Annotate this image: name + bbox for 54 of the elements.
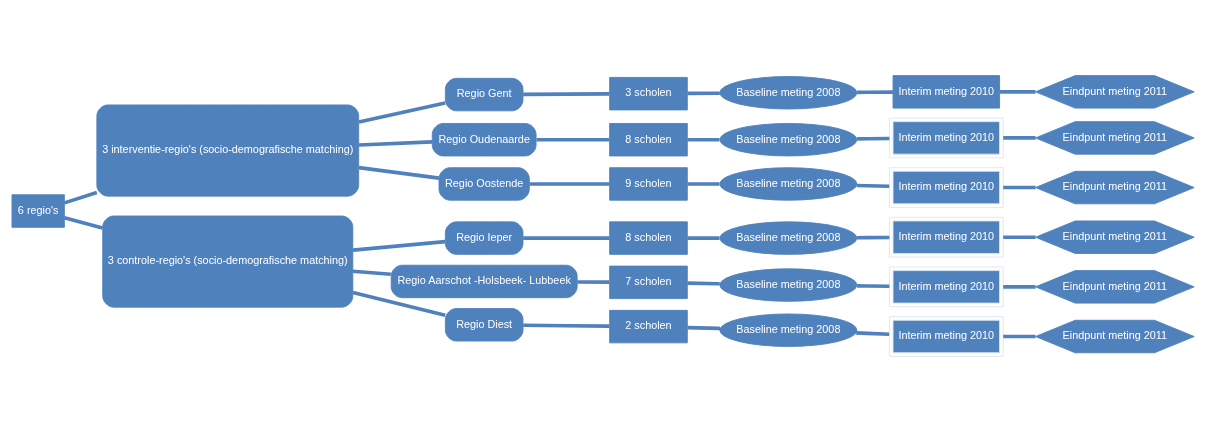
node-box: 6 regio's [11,194,65,228]
node-ellipse: Baseline meting 2008 [719,76,858,110]
node-ellipse: Baseline meting 2008 [719,268,858,302]
connector [1003,235,1036,240]
node-box: Regio Diest [444,308,524,342]
connector [687,236,720,240]
node-box: Interim meting 2010 [892,75,1001,109]
connector [687,182,720,186]
connector [857,235,890,240]
node-ellipse: Baseline meting 2008 [719,313,858,347]
connector [856,331,890,337]
node-box: 3 scholen [609,76,688,111]
connector [857,90,893,95]
connector [1003,334,1036,339]
connector [529,182,610,186]
connector [358,165,440,180]
connector [352,290,446,318]
connector [352,269,391,277]
node-box: 8 scholen [609,123,688,157]
connector [523,236,610,240]
node-box: Regio Gent [444,77,524,112]
connector [358,140,433,147]
connector [687,325,721,331]
connector [1003,136,1036,140]
connector [687,91,720,96]
connector [1003,185,1036,190]
connector [1003,285,1036,289]
connector [523,323,610,328]
connector [577,280,610,284]
node-box: Regio Aarschot -Holsbeek- Lubbeek [390,264,578,299]
connector [687,137,720,142]
connector [63,190,98,205]
connector [358,101,446,124]
connector [999,90,1036,94]
node-box: Regio Oudenaarde [431,123,537,157]
node-box: Regio Ieper [444,221,524,255]
node-box: 3 controle-regio's (socio-demografische matching) [102,215,354,308]
node-box: 7 scholen [609,265,688,300]
node-ellipse: Baseline meting 2008 [719,221,858,255]
connector [857,284,890,289]
node-box: 9 scholen [609,167,688,201]
connector [536,137,610,142]
connector [856,183,890,189]
node-box: 8 scholen [609,221,688,255]
connector [523,92,610,97]
node-box: Regio Oostende [438,167,530,201]
connector [63,216,103,230]
node-ellipse: Baseline meting 2008 [719,167,858,201]
connector [352,239,446,252]
connector [857,136,890,141]
node-box: 2 scholen [609,309,688,344]
connector [687,281,720,286]
node-ellipse: Baseline meting 2008 [719,123,858,157]
node-box: 3 interventie-regio's (socio-demografische matching) [96,104,360,197]
